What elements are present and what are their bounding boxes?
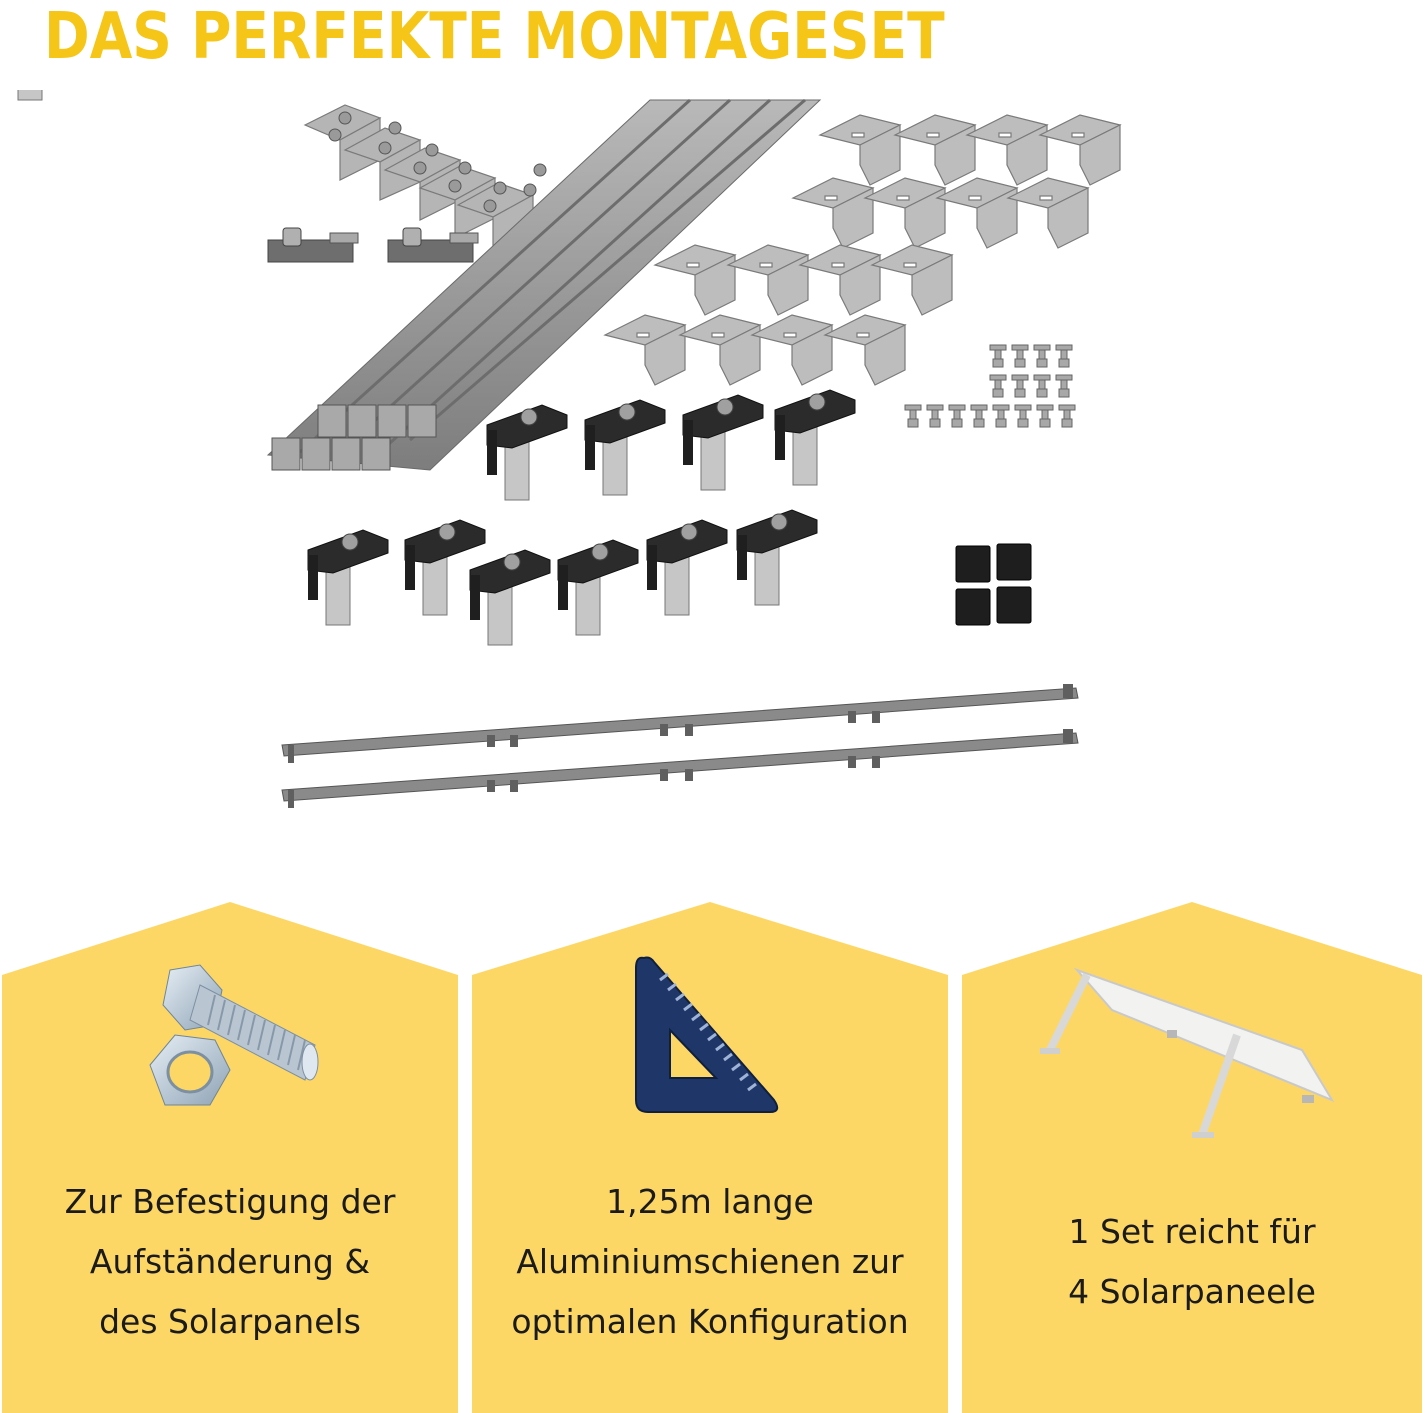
connector-plates xyxy=(303,104,547,256)
caption-line: 4 Solarpaneele xyxy=(1068,1272,1316,1311)
feature-caption: Zur Befestigung der Aufständerung & des … xyxy=(2,1172,458,1352)
caption-line: des Solarpanels xyxy=(99,1302,361,1341)
caption-line: Aufständerung & xyxy=(89,1242,371,1281)
caption-line: Zur Befestigung der xyxy=(64,1182,396,1221)
end-caps xyxy=(955,543,1032,626)
triangle-ruler-icon xyxy=(635,956,779,1113)
pentagon-background xyxy=(472,902,948,1413)
caption-line: 1,25m lange xyxy=(606,1182,814,1221)
pentagon-background xyxy=(2,902,458,1413)
feature-card-rails: 1,25m lange Aluminiumschienen zur optima… xyxy=(472,900,948,1413)
feature-card-panels: 1 Set reicht für 4 Solarpaneele xyxy=(962,900,1422,1413)
end-clamps xyxy=(17,90,856,646)
solar-panel-stand-icon xyxy=(1040,967,1335,1138)
feature-card-fastening: Zur Befestigung der Aufständerung & des … xyxy=(2,900,458,1413)
caption-line: optimalen Konfiguration xyxy=(511,1302,909,1341)
caption-line: Aluminiumschienen zur xyxy=(516,1242,904,1281)
bolt-nut-icon xyxy=(149,964,319,1106)
icon-container xyxy=(962,950,1422,1160)
caption-line: 1 Set reicht für xyxy=(1068,1212,1316,1251)
angle-brackets xyxy=(603,114,1122,386)
feature-caption: 1 Set reicht für 4 Solarpaneele xyxy=(962,1202,1422,1322)
mounting-set-illustration xyxy=(17,90,1122,808)
aluminium-rails xyxy=(266,98,822,471)
icon-container xyxy=(2,950,458,1160)
support-rails xyxy=(281,684,1079,808)
product-image xyxy=(0,90,1426,850)
rail-connectors xyxy=(267,227,479,263)
icon-container xyxy=(472,950,948,1160)
feature-caption: 1,25m lange Aluminiumschienen zur optima… xyxy=(472,1172,948,1352)
page-title: DAS PERFEKTE MONTAGESET xyxy=(44,0,945,74)
pentagon-background xyxy=(962,902,1422,1413)
